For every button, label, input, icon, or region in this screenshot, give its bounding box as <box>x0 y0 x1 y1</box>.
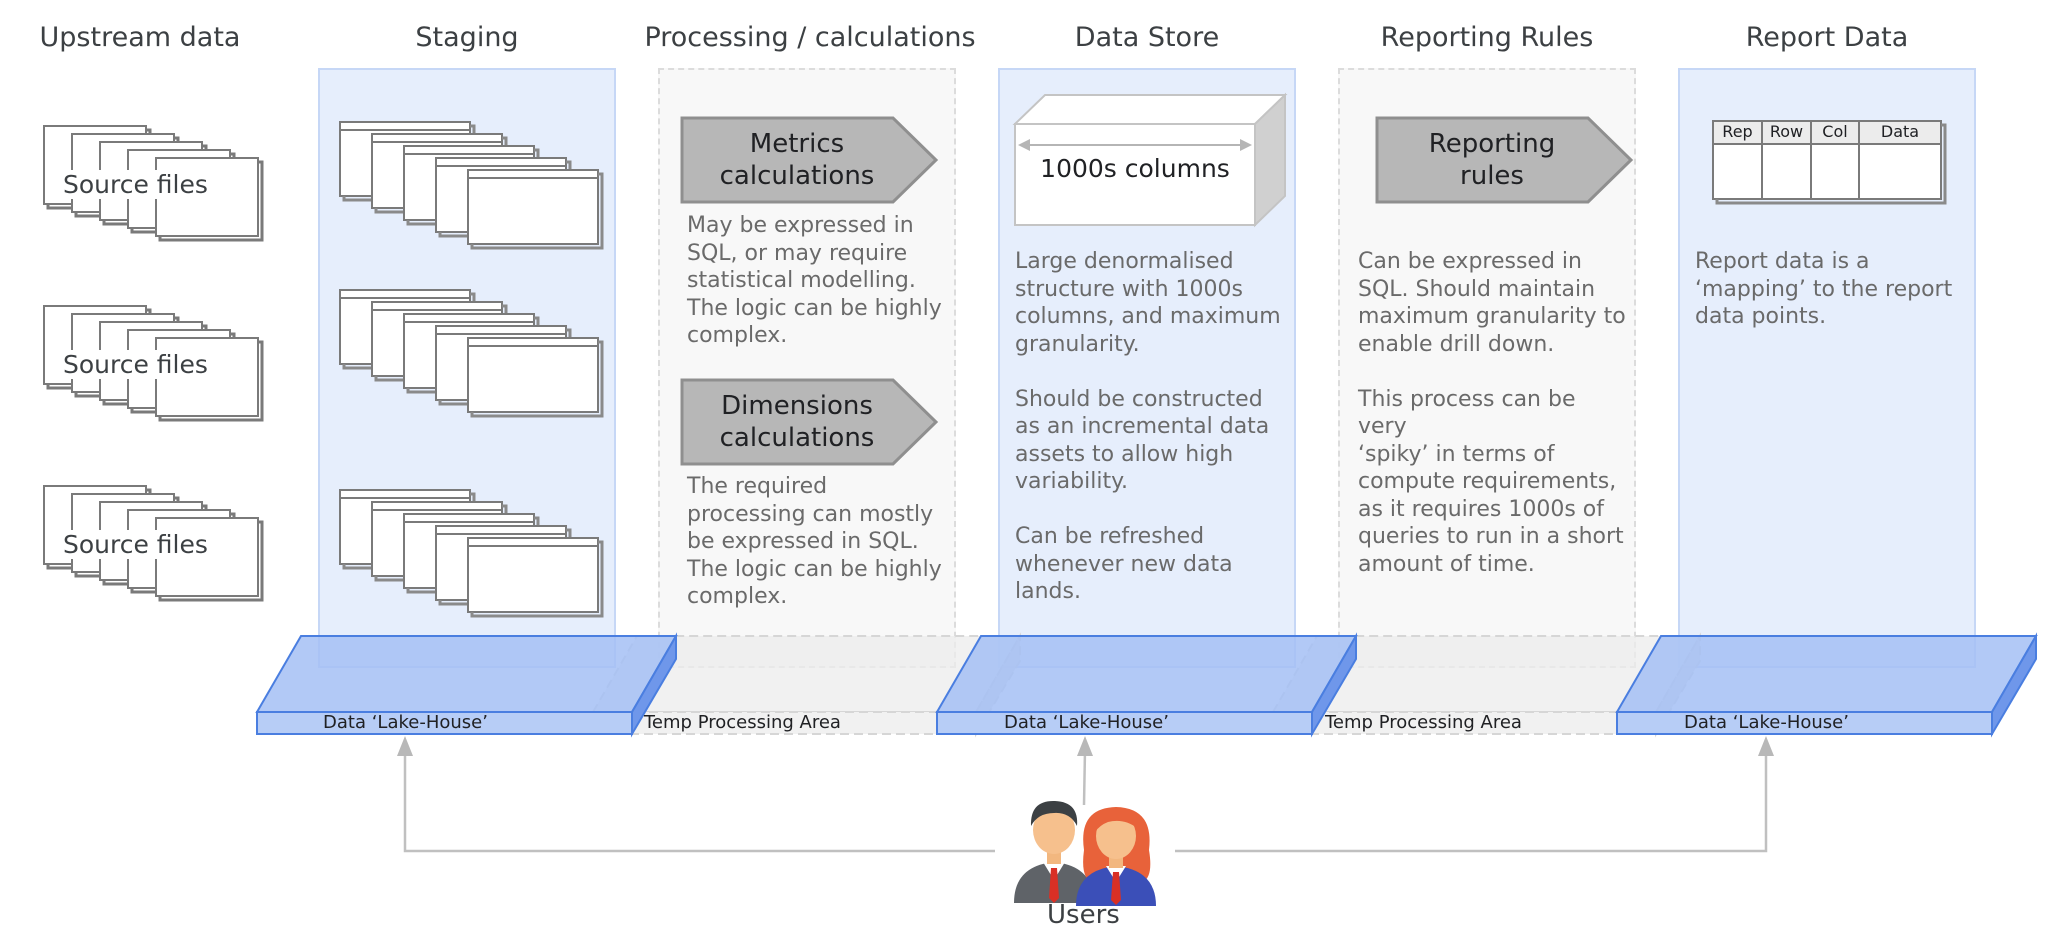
staging-tables-stack-2 <box>338 288 604 418</box>
source-files-label-1: Source files <box>61 170 210 199</box>
report-table-header-rep: Rep <box>1722 122 1753 141</box>
source-files-label-2: Source files <box>61 350 210 379</box>
lakehouse-platform-3 <box>1615 632 2038 738</box>
report-table-header-col: Col <box>1822 122 1848 141</box>
users-icon <box>1014 800 1156 906</box>
data-store-cube-label: 1000s columns <box>1040 154 1230 183</box>
staging-tables-stack-1 <box>338 120 604 250</box>
user-access-arrowheads <box>397 736 1774 756</box>
header-data-store: Data Store <box>1074 22 1220 53</box>
dimensions-calculations-label: Dimensions calculations <box>719 391 875 453</box>
dimensions-calculations-description: The required processing can mostly be ex… <box>687 474 942 609</box>
temp-processing-label-1: Temp Processing Area <box>644 712 841 733</box>
lakehouse-label-1: Data ‘Lake-House’ <box>323 712 488 733</box>
lakehouse-platform-1 <box>255 632 678 738</box>
temp-processing-label-2: Temp Processing Area <box>1325 712 1522 733</box>
report-table-header-data: Data <box>1880 122 1920 141</box>
source-files-label-3: Source files <box>61 530 210 559</box>
dimensions-calculations-tag <box>680 378 939 466</box>
header-upstream-data: Upstream data <box>39 22 241 53</box>
report-table-header-row: Row <box>1769 122 1804 141</box>
lakehouse-label-2: Data ‘Lake-House’ <box>1004 712 1169 733</box>
header-staging: Staging <box>415 22 519 53</box>
temp-processing-area-2 <box>1271 632 1702 738</box>
lakehouse-platform-2 <box>935 632 1358 738</box>
header-processing: Processing / calculations <box>644 22 976 53</box>
header-reporting-rules: Reporting Rules <box>1380 22 1594 53</box>
report-data-table <box>1712 120 1947 205</box>
staging-tables-stack-3 <box>338 488 604 618</box>
user-access-connectors <box>403 749 1768 853</box>
metrics-calculations-description: May be expressed in SQL, or may require … <box>687 213 942 348</box>
users-label: Users <box>1047 900 1120 930</box>
metrics-calculations-label: Metrics calculations <box>719 129 875 191</box>
reporting-rules-description: Can be expressed in SQL. Should maintain… <box>1358 249 1626 577</box>
data-store-description: Large denormalised structure with 1000s … <box>1015 249 1281 604</box>
header-report-data: Report Data <box>1745 22 1909 53</box>
reporting-rules-label: Reporting rules <box>1428 129 1556 191</box>
metrics-calculations-tag <box>680 116 939 204</box>
data-store-cube <box>1012 92 1288 228</box>
report-data-description: Report data is a ‘mapping’ to the report… <box>1695 249 1953 329</box>
reporting-rules-tag <box>1375 116 1634 204</box>
lakehouse-label-3: Data ‘Lake-House’ <box>1684 712 1849 733</box>
